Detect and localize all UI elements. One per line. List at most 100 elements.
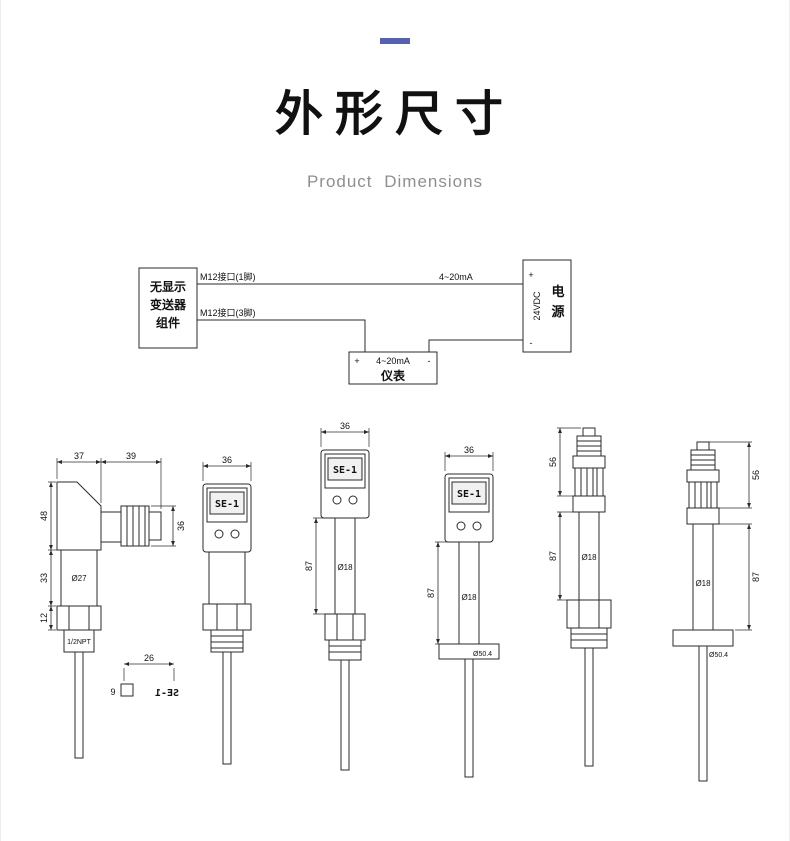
d2-hex-nut <box>202 603 252 631</box>
d4-probe <box>464 658 474 778</box>
power-plus: + <box>528 270 533 280</box>
d4-button-left <box>456 521 466 531</box>
page-title: 外形尺寸 <box>274 88 515 141</box>
d2-display-bezel <box>206 487 248 523</box>
d1-dim-head-width: 37 <box>74 451 84 461</box>
drawing-m12-threaded: 56 87 Ø18 <box>548 427 612 767</box>
d2-dimensions: 36 <box>202 455 252 481</box>
d3-thread <box>328 639 362 661</box>
d5-dim-height: 87 <box>548 551 558 561</box>
d3-dim-height: 87 <box>304 561 314 571</box>
d2-body-cylinder <box>208 551 246 605</box>
d1-hex-nut <box>56 605 102 631</box>
d3-display-text: SE-1 <box>333 465 357 476</box>
meter-plus: + <box>354 356 359 366</box>
d2-button-left <box>214 529 224 539</box>
d1-dim-head-height: 48 <box>39 511 49 521</box>
d5-hex-nut <box>566 599 612 629</box>
d1-detail-length: 26 <box>144 653 154 663</box>
d5-neck <box>572 495 606 513</box>
power-box: + - 24VDC 电 源 <box>522 259 572 353</box>
d6-tube-diameter-label: Ø18 <box>695 579 711 588</box>
d6-transmitter-body: Ø18 Ø50.4 <box>672 441 734 782</box>
d2-dim-width: 36 <box>222 455 232 465</box>
d2-thread <box>210 629 244 653</box>
d6-collar <box>686 469 720 483</box>
transmitter-box: 无显示 变送器 组件 <box>138 267 198 349</box>
meter-box: + 4~20mA - 仪表 <box>348 351 438 385</box>
d1-model-marking: SE-1 <box>155 688 179 699</box>
d4-dim-height: 87 <box>426 588 436 598</box>
power-minus: - <box>530 338 533 348</box>
d1-dim-connector-length: 39 <box>126 451 136 461</box>
d3-hex-nut <box>324 613 366 641</box>
power-name-char1: 电 <box>551 284 564 299</box>
d6-dimensions: 56 87 <box>709 441 761 631</box>
d3-lcd <box>327 457 363 481</box>
d4-button-right <box>472 521 482 531</box>
transmitter-label-line1: 无显示 <box>149 280 186 294</box>
wires <box>197 283 523 352</box>
d4-display-bezel <box>448 477 490 513</box>
d1-body-diameter-label: Ø27 <box>71 574 87 583</box>
d5-tube-diameter-label: Ø18 <box>581 553 597 562</box>
d1-marking-detail: 26 9 SE-1 <box>110 653 179 699</box>
d1-transmitter-body: Ø27 1/2NPT <box>56 481 162 759</box>
accent-bar <box>380 38 410 44</box>
meter-minus: - <box>428 356 431 366</box>
d4-transmitter-body: SE-1 Ø18 Ø50.4 <box>438 473 500 778</box>
power-voltage-label: 24VDC <box>532 291 542 321</box>
d6-knurl-nut <box>688 481 718 509</box>
drawing-display-probe: 36 87 SE-1 Ø18 <box>304 421 370 771</box>
d6-dim-height: 87 <box>751 572 761 582</box>
transmitter-label-line3: 组件 <box>156 315 180 330</box>
d3-display-bezel <box>324 453 366 489</box>
loop-current-label: 4~20mA <box>439 272 473 282</box>
d3-transmitter-body: SE-1 Ø18 <box>320 449 370 771</box>
d4-lcd <box>451 481 487 505</box>
power-name-char2: 源 <box>551 304 564 319</box>
d1-head <box>56 481 102 551</box>
d2-probe <box>222 651 232 765</box>
drawing-elbow-transmitter: 37 39 48 33 12 36 Ø27 <box>39 451 186 759</box>
d6-clamp-diameter-label: Ø50.4 <box>709 652 728 659</box>
d2-lcd <box>209 491 245 515</box>
d5-knurl-nut <box>574 467 604 497</box>
d5-thread <box>570 627 608 649</box>
d2-button-right <box>230 529 240 539</box>
d5-dim-connector-height: 56 <box>548 457 558 467</box>
d3-button-right <box>348 495 358 505</box>
d5-transmitter-body: Ø18 <box>566 427 612 767</box>
d5-connector-tip <box>582 427 596 437</box>
d6-probe <box>698 645 708 782</box>
d1-dim-connector-height: 36 <box>176 521 186 531</box>
d3-dim-width: 36 <box>340 421 350 431</box>
d5-dimensions: 56 87 <box>548 427 581 601</box>
meter-name: 仪表 <box>380 368 406 383</box>
d4-display-text: SE-1 <box>457 489 481 500</box>
d6-tube <box>692 523 714 631</box>
d1-thread-label: 1/2NPT <box>67 639 91 646</box>
d1-dim-body-height: 33 <box>39 573 49 583</box>
m12-pin3-label: M12接口(3脚) <box>200 307 256 318</box>
d4-tube-diameter-label: Ø18 <box>461 593 477 602</box>
d1-elbow-block <box>100 511 122 543</box>
d5-probe <box>584 647 594 767</box>
drawing-m12-triclamp: 56 87 Ø18 Ø50.4 <box>672 441 761 782</box>
d5-collar <box>572 455 606 469</box>
d4-dim-width: 36 <box>464 445 474 455</box>
d6-connector-tip <box>696 441 710 451</box>
d2-transmitter-body: SE-1 <box>202 483 252 765</box>
d1-detail-diameter: 9 <box>110 687 115 697</box>
d1-dimensions: 37 39 48 33 12 36 <box>39 451 186 631</box>
page-subtitle: Product Dimensions <box>306 172 484 191</box>
wiring-diagram: 无显示 变送器 组件 M12接口(1脚) M12接口(3脚) 4~20mA + … <box>138 259 572 385</box>
transmitter-label-line2: 变送器 <box>150 297 187 312</box>
d1-dim-hex-height: 12 <box>39 613 49 623</box>
d1-probe <box>74 651 84 759</box>
drawing-display-threaded: 36 SE-1 <box>202 455 252 765</box>
d2-display-text: SE-1 <box>215 499 239 510</box>
d3-probe <box>340 659 350 771</box>
d3-tube-diameter-label: Ø18 <box>337 563 353 572</box>
